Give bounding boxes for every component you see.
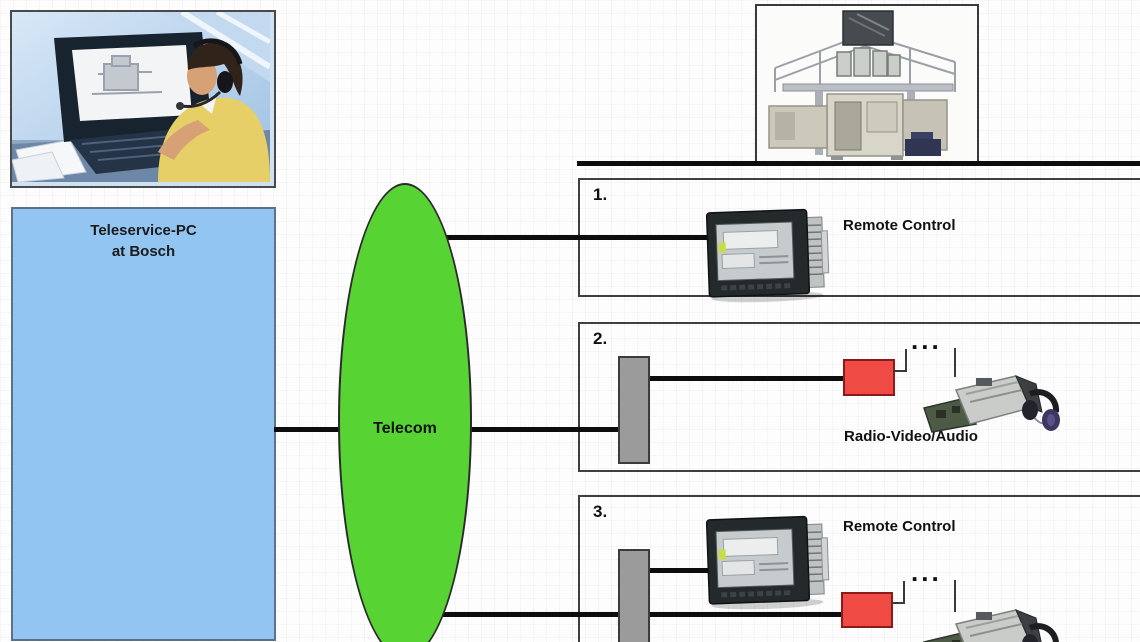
camera-audio-section2 <box>918 368 1060 442</box>
antenna-link-icon <box>893 370 907 372</box>
antenna-icon <box>954 580 956 612</box>
hmi-panel-section1 <box>704 203 836 303</box>
section-2-label: Radio-Video/Audio <box>844 428 978 445</box>
section-1-number: 1. <box>593 185 608 204</box>
teleservice-pc-label-line2: at Bosch <box>111 243 176 260</box>
hmi-panel-section3 <box>704 510 836 610</box>
line-modem3-to-transmitter3 <box>650 612 843 617</box>
section-3-number: 3. <box>593 502 608 521</box>
antenna-icon <box>954 348 956 377</box>
machine-baseline <box>577 161 1140 166</box>
camera-audio-section3 <box>918 602 1060 642</box>
operator-photo-illustration <box>12 12 270 182</box>
operator-photo <box>10 10 276 188</box>
radio-transmitter-box-section2 <box>843 359 895 396</box>
antenna-link-icon <box>891 602 905 604</box>
line-teleservice-to-telecom <box>274 427 346 432</box>
modem-box-section2 <box>618 356 650 464</box>
radio-transmitter-box-section3 <box>841 592 893 628</box>
section-2-number: 2. <box>593 329 608 348</box>
modem-box-section3 <box>618 549 650 642</box>
telecom-ellipse <box>338 183 472 642</box>
radio-link-dots-section3: ... <box>911 557 942 587</box>
antenna-icon <box>903 581 905 604</box>
section-1-label: Remote Control <box>843 217 956 234</box>
section-2-box <box>578 322 1140 472</box>
teleservice-pc-label: Teleservice-PC at Bosch <box>11 220 276 262</box>
line-telecom-to-section2 <box>468 427 620 432</box>
telecom-label: Telecom <box>373 420 437 437</box>
line-telecom-to-section1 <box>445 235 720 240</box>
radio-link-dots-section2: ... <box>911 325 942 355</box>
section-3-box <box>578 495 1140 642</box>
line-modem3-to-panel3 <box>650 568 712 573</box>
line-telecom-to-section3 <box>440 612 620 617</box>
teleservice-pc-label-line1: Teleservice-PC <box>90 222 197 239</box>
section-3-label: Remote Control <box>843 518 956 535</box>
packaging-machine-illustration <box>757 6 973 160</box>
line-modem2-to-transmitter2 <box>650 376 845 381</box>
antenna-icon <box>905 349 907 372</box>
teleservice-pc-box <box>11 207 276 641</box>
packaging-machine-photo <box>755 4 979 166</box>
